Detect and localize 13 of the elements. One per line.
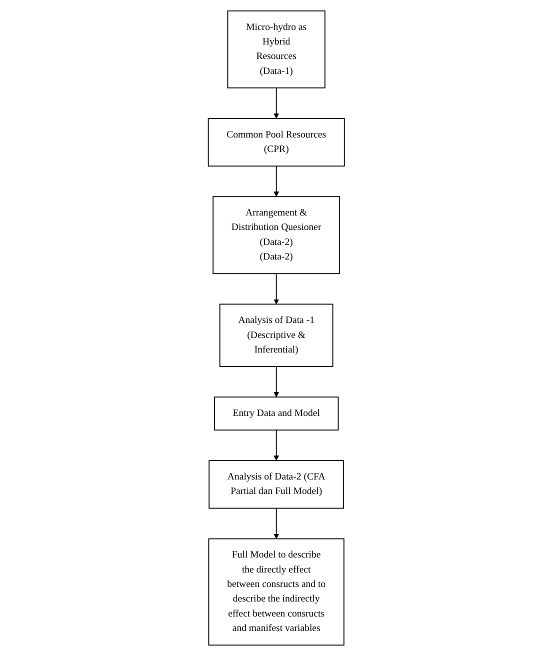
arrow	[273, 366, 279, 398]
arrow	[273, 87, 279, 119]
node-box: Common Pool Resources (CPR)	[208, 118, 344, 167]
arrow	[273, 508, 279, 540]
node-box: Entry Data and Model	[214, 396, 338, 430]
arrow	[273, 273, 279, 304]
arrow	[273, 430, 279, 461]
node-box: Arrangement & Distribution Quesioner (Data-2) (Data-2)	[212, 196, 340, 274]
node-box: Analysis of Data -1 (Descriptive & Inferential)	[219, 304, 333, 367]
arrow	[273, 166, 279, 197]
node-box: Full Model to describe the directly effect between consructs and to describe the indirectly effect between consructs and manifest variables	[208, 538, 344, 646]
node-box: Micro-hydro as Hybrid Resources (Data-1)	[226, 10, 326, 88]
node-box: Analysis of Data-2 (CFA Partial dan Full Model)	[208, 460, 344, 509]
